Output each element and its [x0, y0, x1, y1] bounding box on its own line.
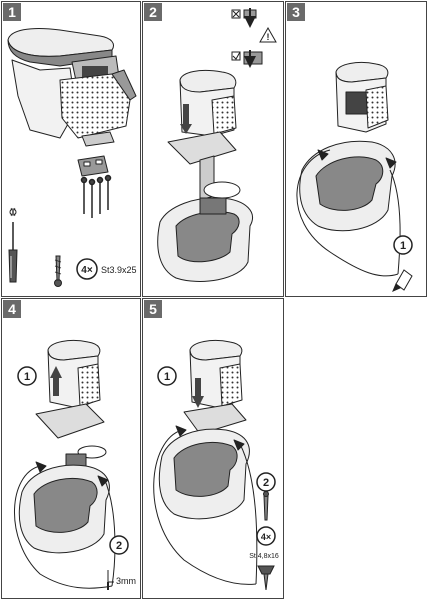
- panel-3-armrest: [335, 61, 389, 133]
- self-tapping-screw-icon: [257, 565, 275, 591]
- panel-5-substep-badge-a: 1: [157, 366, 177, 386]
- panel-1-quantity: 4×: [76, 258, 98, 280]
- step-badge-1: 1: [3, 3, 21, 21]
- sub-step-number: 2: [263, 477, 269, 489]
- panel-2-console: [157, 155, 253, 282]
- sub-step-number: 1: [164, 371, 170, 383]
- drill-icon: [107, 570, 114, 590]
- sub-step-number: 1: [400, 240, 406, 252]
- panel-5-console: [153, 425, 258, 585]
- panel-2-warning-icons: !: [231, 8, 277, 68]
- svg-text:!: !: [267, 32, 270, 42]
- panel-2-frame: [142, 1, 284, 297]
- panel-5-frame: [142, 298, 284, 599]
- screw-spec-label: St 4,8x16: [249, 553, 279, 560]
- panel-4-frame: [1, 298, 141, 599]
- drill-size-label: 3mm: [116, 576, 136, 586]
- panel-4-substep-badge-b: 2: [109, 535, 129, 555]
- screw-spec-label: St3.9x25: [101, 265, 137, 275]
- panel-4-substep-badge-a: 1: [17, 366, 37, 386]
- panel-1-frame: [1, 1, 141, 297]
- panel-1-armrest: [7, 27, 137, 177]
- panel-2-armrest: [167, 69, 237, 165]
- screw-icon: [54, 255, 62, 287]
- marker-pen-icon: [392, 269, 413, 292]
- panel-5-armrest: [183, 339, 247, 435]
- step-badge-5: 5: [144, 300, 162, 318]
- step-number: 4: [8, 301, 16, 317]
- step-number: 1: [8, 4, 16, 20]
- step-badge-4: 4: [3, 300, 21, 318]
- quantity-label: 4×: [81, 265, 93, 276]
- step-number: 2: [149, 4, 157, 20]
- panel-4-console: [14, 445, 116, 589]
- screw-icon: [263, 491, 269, 521]
- quantity-label: 4×: [261, 532, 271, 542]
- panel-3-substep-badge: 1: [393, 235, 413, 255]
- panel-3-console: [296, 140, 401, 277]
- step-number: 5: [149, 301, 157, 317]
- panel-5-quantity: 4×: [256, 526, 276, 546]
- step-number: 3: [292, 4, 300, 20]
- panel-4-armrest: [35, 339, 105, 439]
- sub-step-number: 1: [24, 371, 30, 383]
- panel-5-substep-badge-b: 2: [256, 472, 276, 492]
- sub-step-number: 2: [116, 540, 122, 552]
- panel-1-screws: [80, 174, 112, 218]
- step-badge-3: 3: [287, 3, 305, 21]
- step-badge-2: 2: [144, 3, 162, 21]
- screwdriver-icon: [8, 207, 18, 283]
- panel-3-frame: [285, 1, 427, 297]
